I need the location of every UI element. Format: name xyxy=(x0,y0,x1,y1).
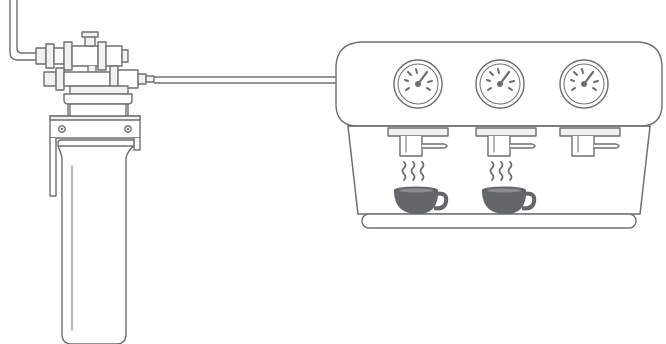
filter-cartridge xyxy=(57,139,135,344)
pressure-gauge xyxy=(559,59,609,109)
filter-head-body xyxy=(67,103,129,117)
group-head xyxy=(475,127,537,157)
filter-bypass-valve xyxy=(43,65,155,95)
supply-line xyxy=(154,76,340,84)
filter-mount-bracket xyxy=(49,115,141,197)
filter-head-cap xyxy=(63,93,133,105)
water-inlet-pipe-inner xyxy=(16,0,37,54)
coffee-cup xyxy=(394,186,449,214)
coffee-cup xyxy=(482,186,537,214)
pressure-gauge xyxy=(475,59,525,109)
water-inlet-pipe xyxy=(9,0,37,61)
steam-wisps xyxy=(401,161,425,181)
group-head xyxy=(387,127,449,157)
group-head xyxy=(559,127,621,157)
drip-tray xyxy=(361,213,637,229)
steam-wisps xyxy=(489,161,513,181)
pressure-gauge xyxy=(393,59,443,109)
filter-valve-head xyxy=(35,31,129,81)
espresso-machine xyxy=(335,41,663,229)
water-filter-system xyxy=(9,0,155,344)
